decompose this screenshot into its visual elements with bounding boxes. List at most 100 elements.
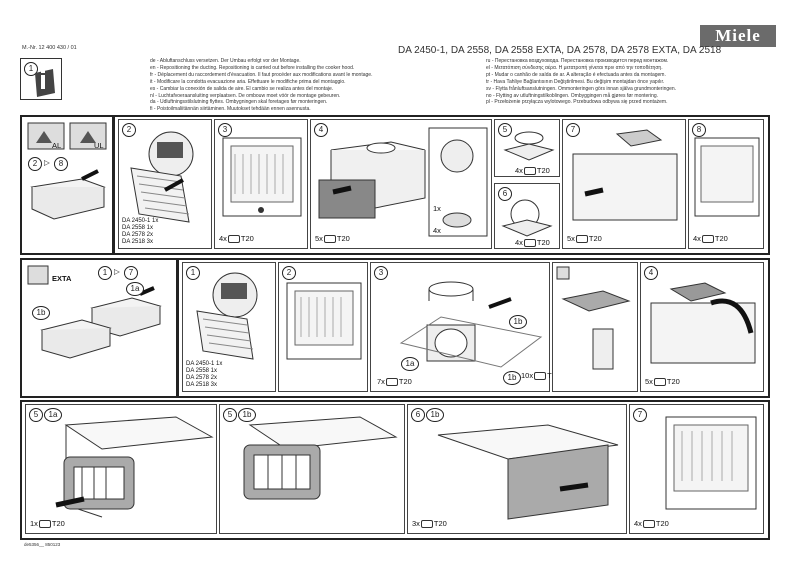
goto-from-badge: 1 [98,266,112,280]
step1-models: DA 2450-1 1x DA 2558 1x DA 2578 2x DA 25… [186,361,223,388]
variant-1b-badge: 1b [509,315,527,329]
row1-step2: 2 DA 2450-1 1x DA 2558 1x DA 2578 2x DA … [118,119,212,249]
screw-icon [534,372,547,381]
language-list-right: ru - Перестановка воздуховода. Перестано… [486,58,677,106]
goto-arrow: ▷ [114,267,120,276]
step-badge: 6 [498,187,512,201]
row3-step5-1b: 5 1b [219,404,405,534]
hood-front-drawing [286,282,362,360]
step-badge: 3 [218,123,232,137]
screw-icon [385,378,398,387]
step-badge: 5 [29,408,43,422]
exta-hood-drawing [27,265,162,359]
goto-to-badge: 8 [54,157,68,171]
miele-logo: Miele [700,25,776,47]
hood-ducting-icons [27,122,107,220]
goto-from-badge: 2 [28,157,42,171]
info-box: 1 [20,58,62,100]
variant-1b-badge: 1b [503,371,521,385]
hood-reassembled-drawing [694,137,760,217]
footer-code: de5356__ 850123 [24,542,61,547]
variant-1b-badge: 1b [32,306,50,320]
screw-icon [523,239,536,248]
duct-outlet-1a-drawing [55,416,214,518]
variant-badge: 1b [238,408,256,422]
step-badge: 2 [122,123,136,137]
step-badge: 6 [411,408,425,422]
hood-final-drawing [665,416,757,510]
goto-to-badge: 7 [124,266,138,280]
part-count: 1x [433,204,441,213]
step-badge: 7 [633,408,647,422]
row2-step3-detail [552,262,638,392]
row1-steps-panel [113,115,770,255]
label-al: AL [52,141,62,150]
screw-icon [653,378,666,387]
row2-intro-panel: EXTA 1 ▷ 7 1a 1b [20,258,178,398]
duct-plate-drawing [318,127,488,237]
screw-icon [227,235,240,244]
screw-icon [523,167,536,176]
cover-swap-drawing [650,282,756,364]
duct-outlet-1b-drawing [243,416,398,500]
hood-front-drawing [222,137,302,217]
step-badge: 5 [223,408,237,422]
grease-filter-drawing [196,272,258,360]
language-list-left: de - Abluftanschluss versetzen. Der Umba… [150,58,373,113]
step-badge: 3 [374,266,388,280]
screw-icon [575,235,588,244]
step-badge: 7 [566,123,580,137]
variant-badge: 1a [44,408,62,422]
cover-plate-drawing [572,129,678,221]
screw-icon [323,235,336,244]
step-badge: 1 [186,266,200,280]
goto-arrow: ▷ [44,158,50,167]
document-number: M.-Nr. 12 400 430 / 01 [22,45,77,51]
plate-detail-drawing [556,266,631,370]
label-ul: UL [94,141,104,150]
variant-1a-badge: 1a [126,282,144,296]
screw-icon [701,235,714,244]
collar-mount-drawing [501,199,553,237]
part-count: 4x [433,226,441,235]
step-1-badge: 1 [24,62,38,76]
step-badge: 4 [644,266,658,280]
side-plate-drawing [437,424,619,520]
collar-drawing [503,131,555,161]
step-badge: 8 [692,123,706,137]
step-badge: 4 [314,123,328,137]
duct-collar-exploded-drawing [399,281,543,368]
row2-step1: 1 DA 2450-1 1x DA 2558 1x DA 2578 2x DA … [182,262,276,392]
step-badge: 5 [498,123,512,137]
variant-1a-badge: 1a [401,357,419,371]
screw-icon [642,520,655,529]
info-book-icon [35,69,55,97]
document-title: DA 2450-1, DA 2558, DA 2558 EXTA, DA 257… [398,45,722,56]
row1-intro-panel: AL UL 2 ▷ 8 [20,115,114,255]
row3-panel [20,400,770,540]
screw-icon [38,520,51,529]
step2-models: DA 2450-1 1x DA 2558 1x DA 2578 2x DA 25… [122,218,159,245]
